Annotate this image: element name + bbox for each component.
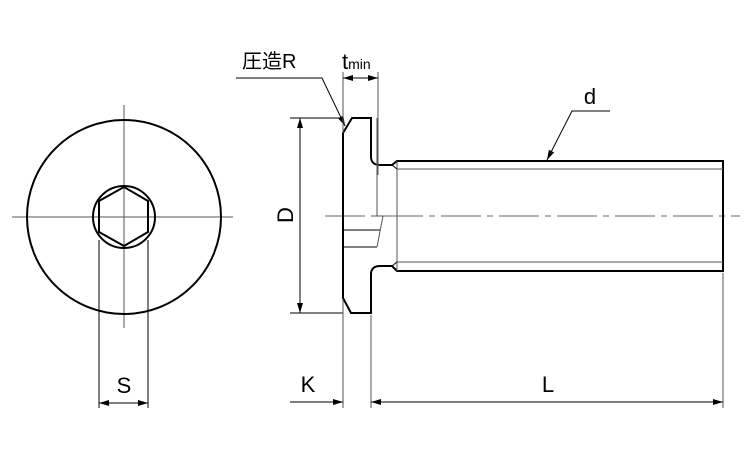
t-subscript: min (348, 56, 371, 72)
socket-cone (376, 215, 384, 248)
t-main: t (342, 49, 348, 74)
thread-diameter-label: d (584, 84, 596, 109)
l-label: L (542, 372, 554, 397)
hex-socket (98, 185, 149, 248)
forged-r-leader (236, 77, 346, 127)
k-label: K (301, 372, 316, 397)
head-outline-circle (26, 119, 222, 315)
head-diameter-label: D (273, 207, 298, 223)
s-label: S (117, 373, 132, 398)
thread-diameter-leader (546, 110, 610, 161)
forged-r-label: 圧造R (242, 50, 296, 73)
thread-chamfer (391, 164, 398, 267)
t-label: tmin (342, 49, 371, 74)
screw-outline (342, 117, 724, 314)
side-view: D 圧造R tmin d K L (236, 49, 740, 408)
front-view: S (12, 105, 233, 408)
